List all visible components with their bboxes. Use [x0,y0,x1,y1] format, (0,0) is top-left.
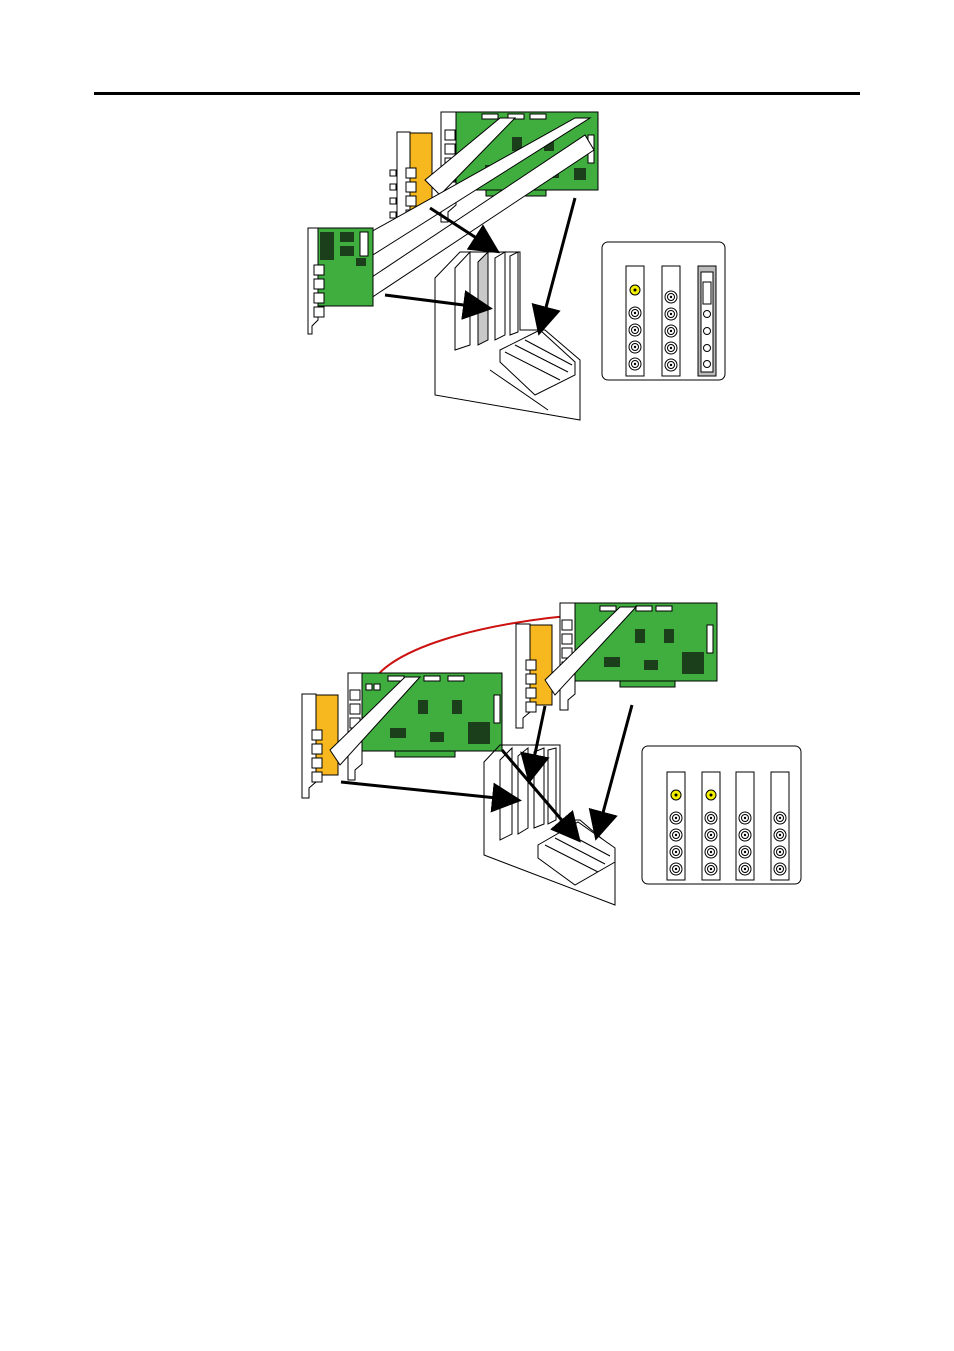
figure-1 [308,112,725,420]
motherboard-slots-2 [484,745,615,905]
figure-2 [302,603,801,905]
yellow-bracket-right [516,624,552,728]
rear-panel [602,242,725,380]
rear-panel-2 [642,746,801,884]
expansion-card [308,228,373,334]
yellow-bracket-left [302,694,338,798]
motherboard-slots [435,252,580,420]
